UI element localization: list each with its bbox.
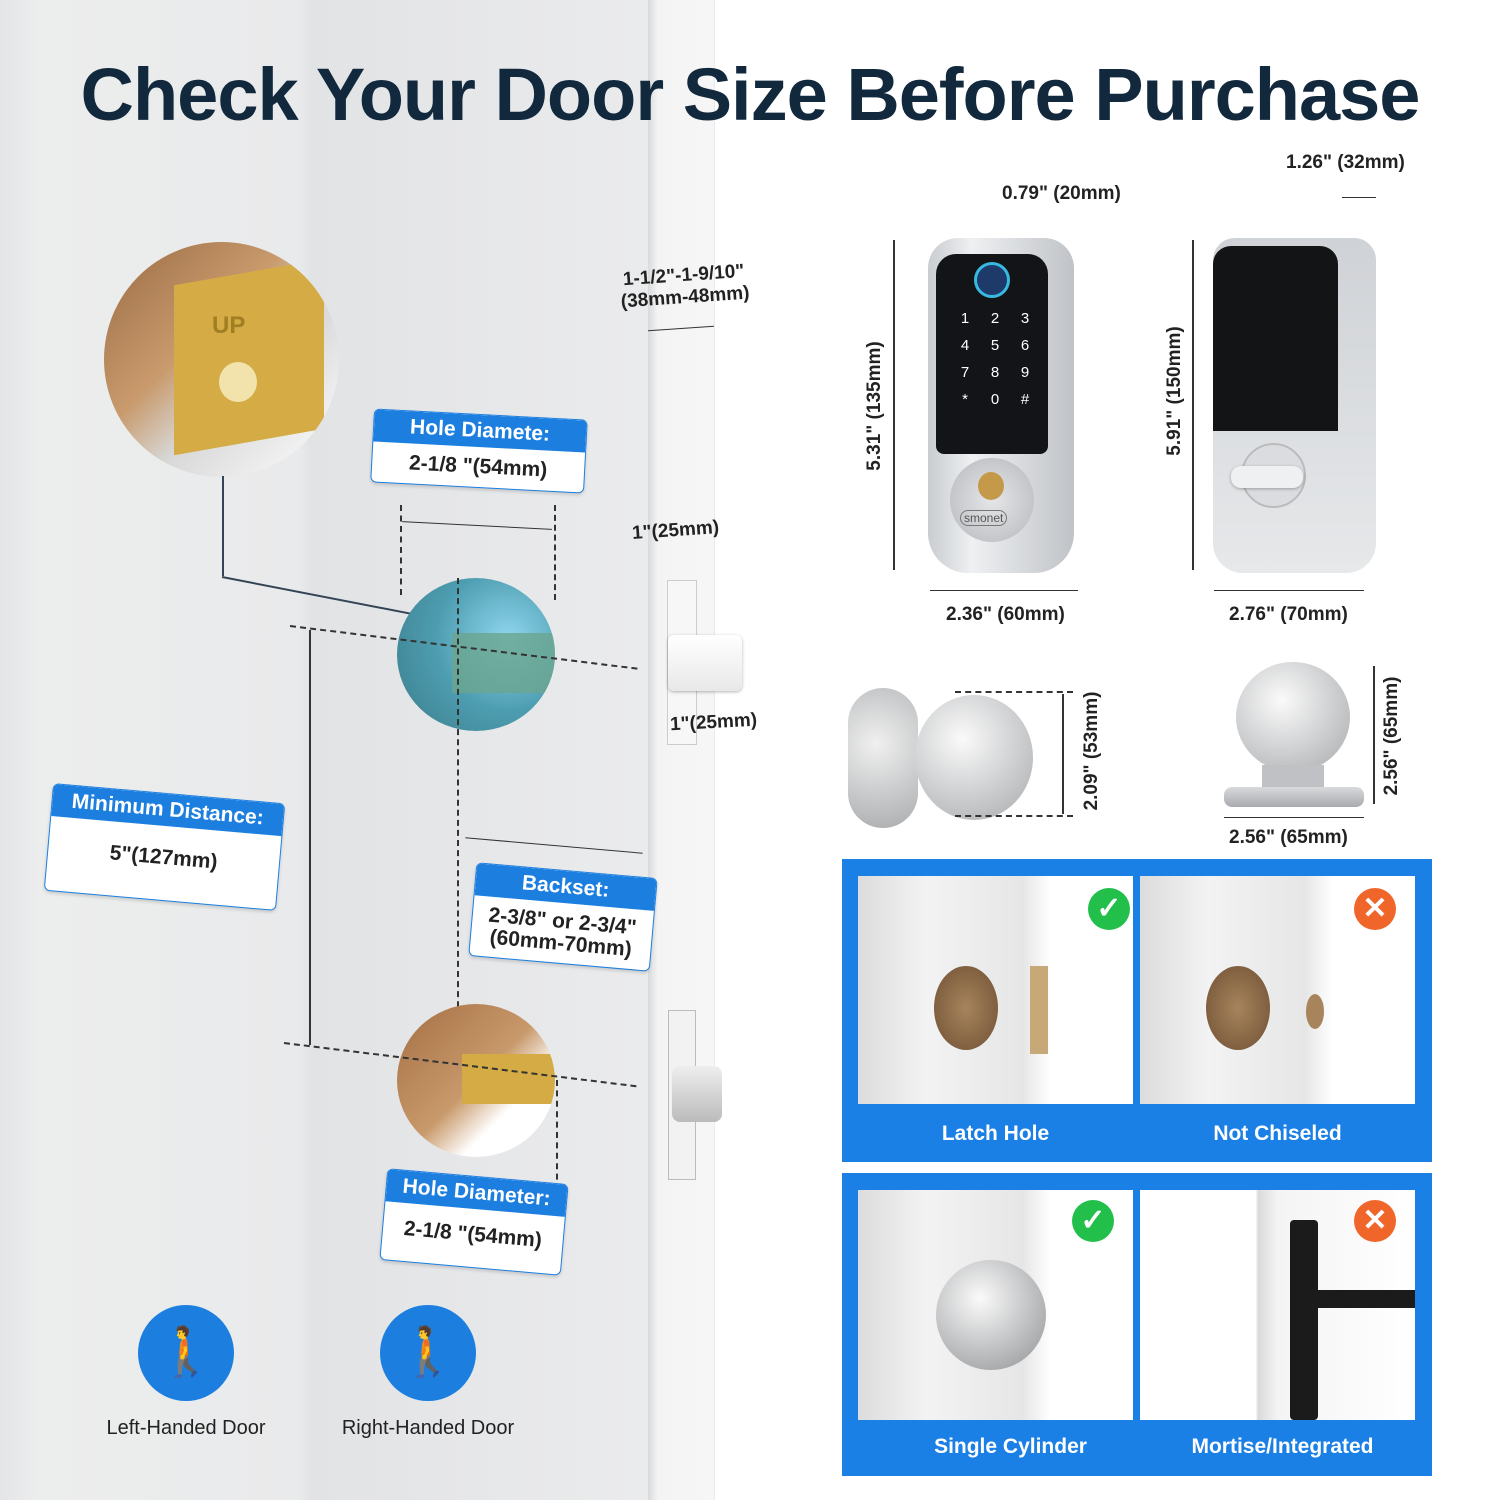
back-height-label: 5.91" (150mm) bbox=[1164, 326, 1185, 456]
center-line bbox=[457, 578, 459, 1108]
mortise-caption: Mortise/Integrated bbox=[1191, 1435, 1374, 1458]
bore-hole-bottom bbox=[397, 1004, 555, 1157]
strike-plate-closeup: UP bbox=[104, 242, 339, 477]
keypad: 1 2 3 4 5 6 7 8 9 * 0 # bbox=[936, 254, 1048, 454]
thumb-turn bbox=[1231, 466, 1303, 488]
knob-front bbox=[1236, 662, 1350, 772]
latch-compat-panel: ✓ ✕ Latch Hole Not Chiseled bbox=[842, 859, 1432, 1162]
mortise-plate bbox=[1290, 1220, 1318, 1420]
door-background bbox=[0, 0, 715, 1500]
keypad-grid: 1 2 3 4 5 6 7 8 9 * 0 # bbox=[950, 310, 1040, 408]
guide-line bbox=[554, 505, 556, 600]
back-depth-label: 1.26" (32mm) bbox=[1286, 152, 1405, 173]
cylinder: smonet bbox=[950, 458, 1034, 542]
dim-arrow bbox=[1224, 817, 1364, 818]
lock-back-interior bbox=[1213, 238, 1376, 573]
fingerprint-icon bbox=[974, 262, 1010, 298]
knob bbox=[936, 1260, 1046, 1370]
latch-plate bbox=[462, 1054, 555, 1104]
lock-front-exterior: 1 2 3 4 5 6 7 8 9 * 0 # smonet bbox=[928, 238, 1074, 573]
right-handed-door: 🚶 Right-Handed Door bbox=[308, 1305, 548, 1440]
back-width-label: 2.76" (70mm) bbox=[1229, 604, 1348, 625]
keypad-key: 9 bbox=[1020, 364, 1030, 381]
guide-line bbox=[556, 1080, 558, 1190]
single-cylinder-caption: Single Cylinder bbox=[934, 1435, 1087, 1458]
hole-diameter-tag-bottom: Hole Diameter: 2-1/8 "(54mm) bbox=[379, 1168, 569, 1276]
keypad-key: 3 bbox=[1020, 310, 1030, 327]
knob-side bbox=[915, 695, 1033, 820]
door-edge bbox=[648, 0, 714, 1500]
keypad-key: 8 bbox=[990, 364, 1000, 381]
front-depth-label: 0.79" (20mm) bbox=[1002, 183, 1121, 204]
knob-neck bbox=[1262, 765, 1324, 790]
not-chiseled-caption: Not Chiseled bbox=[1213, 1122, 1342, 1145]
right-door-icon: 🚶 bbox=[380, 1305, 476, 1401]
strike-plate bbox=[174, 258, 324, 456]
keypad-key: 0 bbox=[990, 391, 1000, 408]
minimum-distance-tag: Minimum Distance: 5"(127mm) bbox=[43, 783, 286, 911]
bore-hole bbox=[1206, 966, 1270, 1050]
not-chiseled-photo: ✕ bbox=[1140, 876, 1415, 1104]
page-title: Check Your Door Size Before Purchase bbox=[80, 53, 1421, 136]
keypad-key: 4 bbox=[960, 337, 970, 354]
strike-hole bbox=[219, 362, 257, 402]
dim-arrow bbox=[1373, 666, 1375, 804]
hole-diameter-tag-top: Hole Diamete: 2-1/8 "(54mm) bbox=[370, 408, 588, 494]
left-door-icon: 🚶 bbox=[138, 1305, 234, 1401]
dim-arrow bbox=[893, 240, 895, 570]
backset-tag: Backset: 2-3/8" or 2-3/4" (60mm-70mm) bbox=[468, 862, 658, 972]
lock-type-compat-panel: ✓ ✕ Single Cylinder Mortise/Integrated bbox=[842, 1173, 1432, 1476]
front-width-label: 2.36" (60mm) bbox=[946, 604, 1065, 625]
strike-up-label: UP bbox=[212, 312, 246, 339]
latch-width-bottom: 1"(25mm) bbox=[669, 709, 758, 736]
keypad-key: 7 bbox=[960, 364, 970, 381]
mortise-photo: ✕ bbox=[1140, 1190, 1415, 1420]
edge-hole bbox=[1306, 994, 1324, 1029]
dim-arrow bbox=[1062, 694, 1064, 814]
bore-hole-top bbox=[397, 578, 555, 731]
knob-rose bbox=[1224, 787, 1364, 807]
left-handed-door: 🚶 Left-Handed Door bbox=[66, 1305, 306, 1440]
x-icon: ✕ bbox=[1354, 888, 1396, 930]
keypad-key: 1 bbox=[960, 310, 970, 327]
bore-hole bbox=[934, 966, 998, 1050]
knob-front-height-label: 2.56" (65mm) bbox=[1381, 676, 1402, 796]
door-thickness-label: 1-1/2"-1-9/10" (38mm-48mm) bbox=[619, 261, 751, 314]
dim-arrow bbox=[930, 590, 1078, 591]
keyhole-icon bbox=[978, 472, 1004, 500]
battery-cover bbox=[1213, 246, 1338, 431]
right-handed-label: Right-Handed Door bbox=[341, 1417, 515, 1439]
keypad-key: * bbox=[962, 391, 968, 408]
keypad-key: 6 bbox=[1020, 337, 1030, 354]
single-cylinder-photo: ✓ bbox=[858, 1190, 1133, 1420]
left-handed-label: Left-Handed Door bbox=[106, 1417, 266, 1439]
keypad-key: 5 bbox=[990, 337, 1000, 354]
guide-line bbox=[955, 815, 1073, 817]
latch-mortise bbox=[1030, 966, 1048, 1054]
latch-bolt-bottom bbox=[672, 1066, 722, 1122]
brand-logo: smonet bbox=[960, 510, 1008, 526]
knob-side-rose bbox=[848, 688, 918, 828]
latch-hole-photo: ✓ bbox=[858, 876, 1133, 1104]
knob-front-width-label: 2.56" (65mm) bbox=[1229, 827, 1348, 848]
latch-bolt bbox=[668, 635, 742, 691]
dim-arrow bbox=[1214, 590, 1364, 591]
front-height-label: 5.31" (135mm) bbox=[864, 341, 885, 471]
dim-arrow bbox=[1192, 240, 1194, 570]
min-distance-arrow bbox=[309, 630, 311, 1045]
x-icon: ✕ bbox=[1354, 1200, 1396, 1242]
latch-plate bbox=[452, 633, 555, 693]
keypad-key: 2 bbox=[990, 310, 1000, 327]
check-icon: ✓ bbox=[1072, 1200, 1114, 1242]
keypad-key: # bbox=[1020, 391, 1030, 408]
guide-line bbox=[955, 691, 1073, 693]
callout-line bbox=[222, 476, 224, 576]
dim-arrow bbox=[1342, 197, 1376, 198]
check-icon: ✓ bbox=[1088, 888, 1130, 930]
guide-line bbox=[400, 505, 402, 595]
lever-handle bbox=[1300, 1290, 1415, 1308]
latch-hole-caption: Latch Hole bbox=[941, 1122, 1050, 1145]
knob-side-height-label: 2.09" (53mm) bbox=[1081, 691, 1102, 811]
